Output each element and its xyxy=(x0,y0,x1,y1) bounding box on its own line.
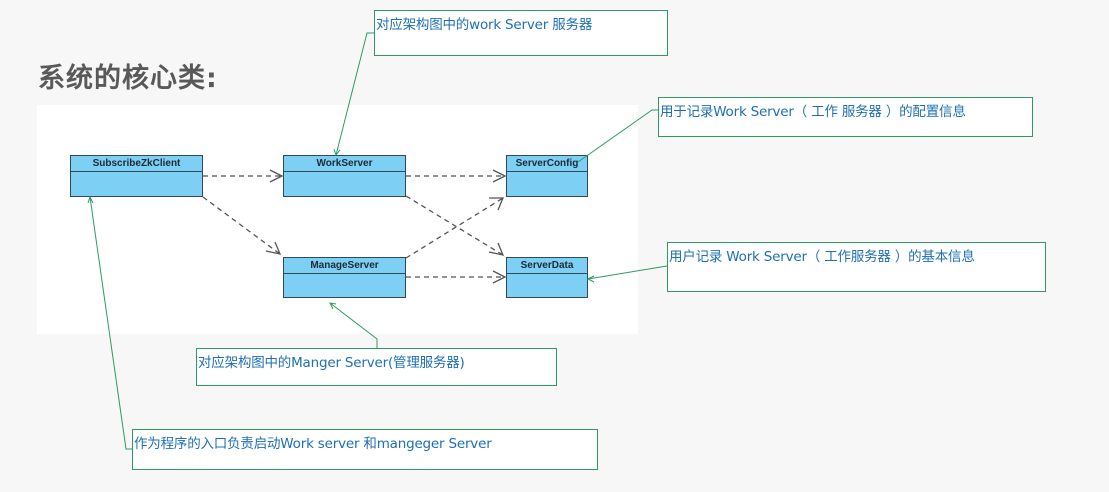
note-text: 作为程序的入口负责启动Work server 和mangeger Server xyxy=(134,436,492,452)
class-name: WorkServer xyxy=(284,156,405,172)
class-name: ServerData xyxy=(507,258,587,274)
note-subscribe-zk-client: 作为程序的入口负责启动Work server 和mangeger Server xyxy=(132,429,598,470)
class-manage-server[interactable]: ManageServer xyxy=(283,257,406,298)
class-name: SubscribeZkClient xyxy=(71,156,202,172)
note-work-server: 对应架构图中的work Server 服务器 xyxy=(374,10,668,56)
class-work-server[interactable]: WorkServer xyxy=(283,155,406,197)
class-subscribe-zk-client[interactable]: SubscribeZkClient xyxy=(70,155,203,197)
class-server-data[interactable]: ServerData xyxy=(506,257,588,298)
note-text: 对应架构图中的work Server 服务器 xyxy=(376,17,593,33)
note-server-config: 用于记录Work Server（ 工作 服务器 ）的配置信息 xyxy=(658,97,1033,137)
class-name: ManageServer xyxy=(284,258,405,274)
note-manage-server: 对应架构图中的Manger Server(管理服务器) xyxy=(196,348,557,386)
class-server-config[interactable]: ServerConfig xyxy=(506,155,588,197)
uml-diagram-canvas xyxy=(37,105,638,334)
note-server-data: 用户记录 Work Server（ 工作服务器 ）的基本信息 xyxy=(667,242,1046,292)
class-name: ServerConfig xyxy=(507,156,587,172)
note-text: 用户记录 Work Server（ 工作服务器 ）的基本信息 xyxy=(669,249,975,265)
note-text: 对应架构图中的Manger Server(管理服务器) xyxy=(198,355,465,371)
note-text: 用于记录Work Server（ 工作 服务器 ）的配置信息 xyxy=(660,104,966,120)
page-title: 系统的核心类: xyxy=(38,63,218,94)
